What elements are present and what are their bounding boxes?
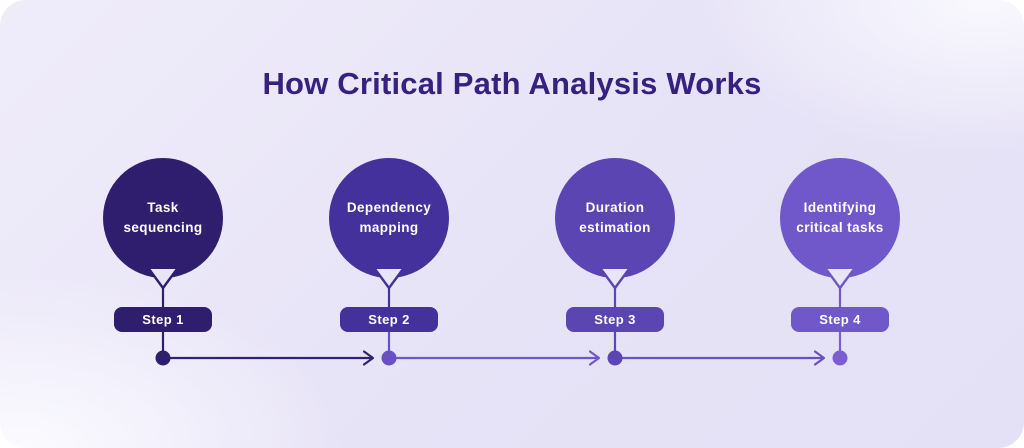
dot-icon-3 bbox=[607, 350, 623, 366]
step-circle-label: Task sequencing bbox=[123, 198, 202, 237]
step-label-line1: Task bbox=[147, 200, 179, 216]
page-title: How Critical Path Analysis Works bbox=[262, 66, 762, 101]
step-badge-4: Step 4 bbox=[791, 307, 889, 332]
step-circle-3: Duration estimation bbox=[555, 158, 675, 278]
dot-icon-4 bbox=[832, 350, 848, 366]
step-label-line1: Identifying bbox=[803, 200, 877, 216]
pin-notch-fill-3 bbox=[601, 269, 629, 288]
chevron-right-icon-1 bbox=[362, 350, 375, 366]
step-circle-label: Dependency mapping bbox=[347, 198, 431, 237]
step-circle-label: Duration estimation bbox=[579, 198, 651, 237]
step-badge-2: Step 2 bbox=[340, 307, 438, 332]
dot-icon-1 bbox=[155, 350, 171, 366]
chevron-right-icon-3 bbox=[813, 350, 826, 366]
chevron-right-icon-2 bbox=[588, 350, 601, 366]
step-circle-1: Task sequencing bbox=[103, 158, 223, 278]
step-label-line1: Dependency bbox=[346, 200, 432, 216]
step-badge-1: Step 1 bbox=[114, 307, 212, 332]
step-label-line2: critical tasks bbox=[796, 220, 884, 235]
pin-notch-fill-1 bbox=[149, 269, 177, 288]
step-badge-3: Step 3 bbox=[566, 307, 664, 332]
step-circle-4: Identifying critical tasks bbox=[780, 158, 900, 278]
pin-notch-fill-2 bbox=[375, 269, 403, 288]
step-label-line2: mapping bbox=[359, 220, 419, 235]
step-label-line2: estimation bbox=[579, 220, 651, 235]
step-label-line1: Duration bbox=[585, 200, 645, 216]
dot-icon-2 bbox=[381, 350, 397, 366]
pin-notch-fill-4 bbox=[826, 269, 854, 288]
step-label-line2: sequencing bbox=[123, 220, 203, 235]
step-circle-2: Dependency mapping bbox=[329, 158, 449, 278]
step-circle-label: Identifying critical tasks bbox=[796, 198, 883, 237]
